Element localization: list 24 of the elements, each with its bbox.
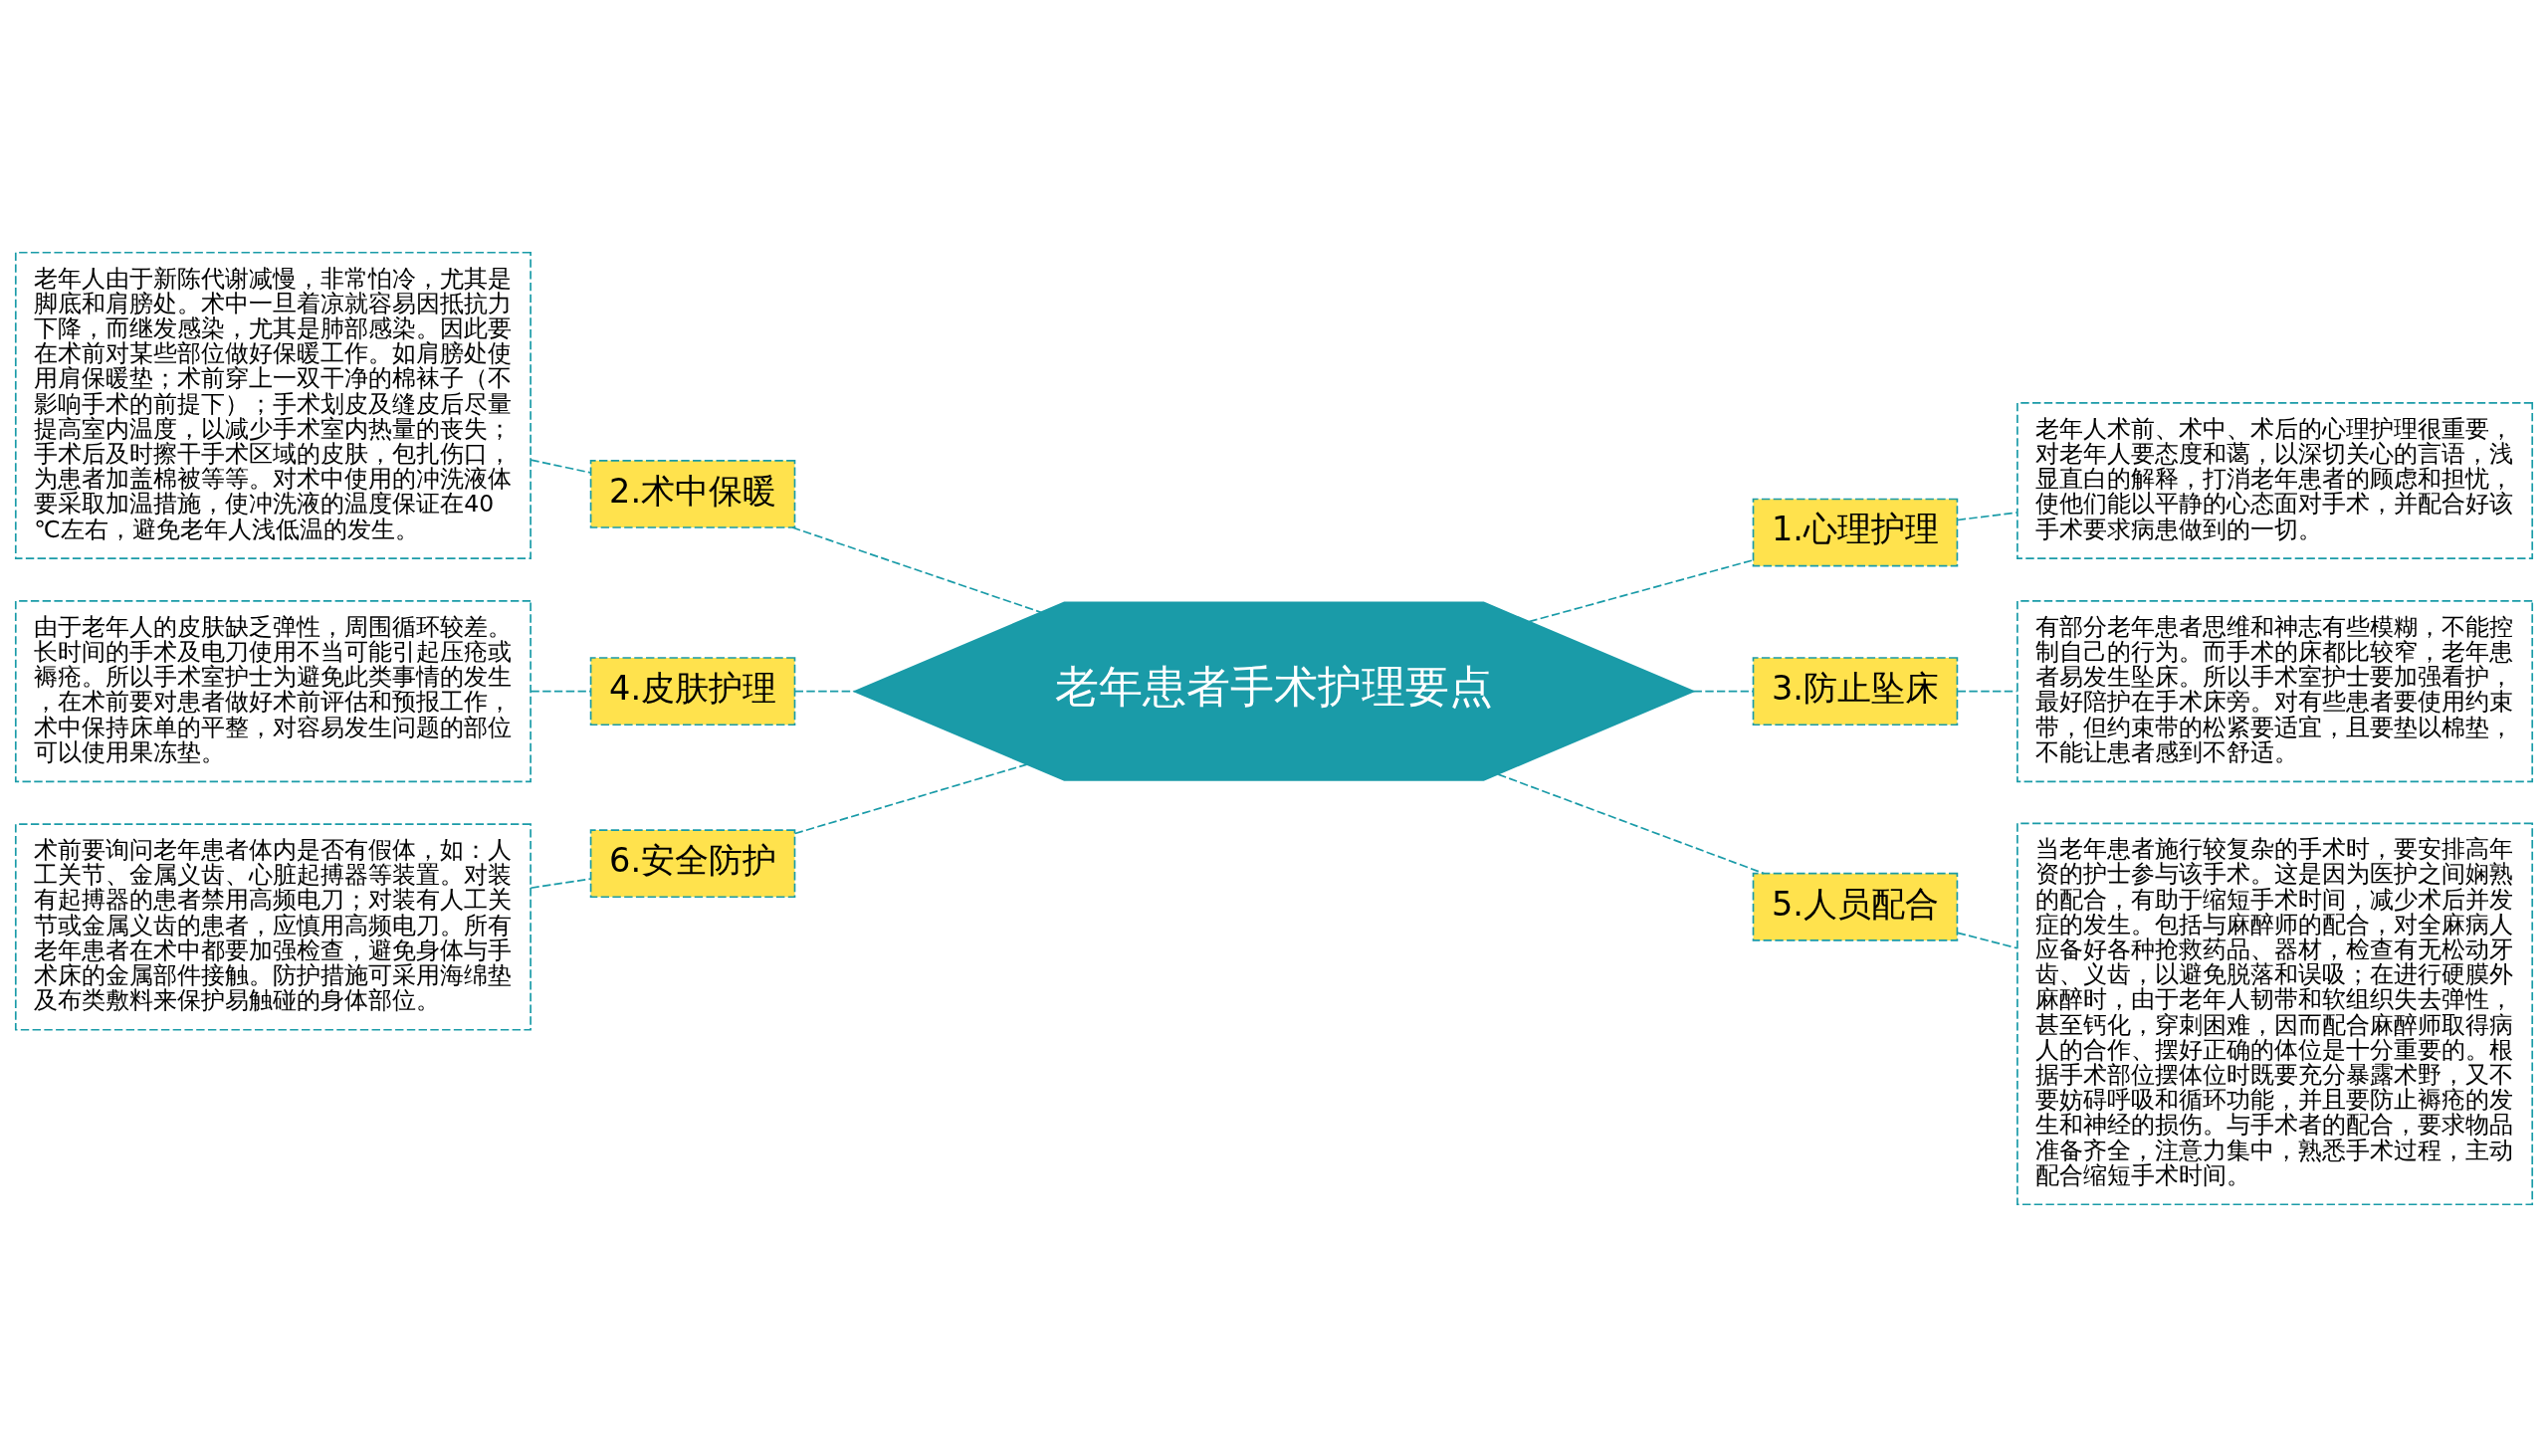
connector: [794, 762, 1028, 834]
connector: [1497, 772, 1765, 874]
connector: [1692, 690, 1755, 692]
connector: [530, 877, 592, 889]
node-box: 当老年患者施行较复杂的手术时，要安排高年资的护士参与该手术。这是因为医护之间娴熟的配合，有助于缩短手术时间，减少术后并发症的发生。包括与麻醉师的配合，对全麻病人应备好各种抢救药品、器材，检查有无松动牙齿、义齿，以避免脱落和误吸；在进行硬膜外麻醉时，由于老年人韧带和软组织失去弹性，甚至钙化，穿刺困难，因而配合麻醉师取得病人的合作、摆好正确的体位是十分重要的。根据手术部位摆体位时既要充分暴露术野，又不要妨碍呼吸和循环功能，并且要防止褥疮的发生和神经的损伤。与手术者的配合，要求物品准备齐全，注意力集中，熟悉手术过程，主动配合缩短手术时间。: [2017, 822, 2534, 1205]
node-box: 由于老年人的皮肤缺乏弹性，周围循环较差。长时间的手术及电刀使用不当可能引起压疮或褥疮。所以手术室护士为避免此类事情的发生，在术前要对患者做好术前评估和预报工作，术中保持床单的平整，对容易发生问题的部位可以使用果冻垫。: [14, 599, 531, 782]
connector: [794, 690, 856, 692]
connector: [530, 458, 592, 474]
node-box: 1.心理护理: [1752, 498, 1959, 566]
node-box: 4.皮肤护理: [589, 656, 796, 726]
connector: [1957, 932, 2018, 948]
node-box: 术前要询问老年患者体内是否有假体，如：人工关节、金属义齿、心脏起搏器等装置。对装有起搏器的患者禁用高频电刀；对装有人工关节或金属义齿的患者，应慎用高频电刀。所有老年患者在术中都要加强检查，避免身体与手术床的金属部件接触。防护措施可采用海绵垫及布类敷料来保护易触碰的身体部位。: [14, 822, 531, 1031]
node-box: 5.人员配合: [1752, 872, 1959, 941]
connector: [1957, 511, 2018, 520]
connector: [1957, 690, 2018, 692]
node-box: 有部分老年患者思维和神志有些模糊，不能控制自己的行为。而手术的床都比较窄，老年患者易发生坠床。所以手术室护士要加强看护，最好陪护在手术床旁。对有些患者要使用约束带，但约束带的松紧要适宜，且要垫以棉垫，不能让患者感到不舒适。: [2017, 599, 2534, 782]
node-box: 老年人术前、术中、术后的心理护理很重要，对老年人要态度和蔼，以深切关心的言语，浅显直白的解释，打消老年患者的顾虑和担忧，使他们能以平静的心态面对手术，并配合好该手术要求病患做到的一切。: [2017, 401, 2534, 559]
node-box: 6.安全防护: [589, 828, 796, 898]
node-box: 2.术中保暖: [589, 459, 796, 528]
connector: [791, 525, 1042, 613]
connector: [530, 690, 592, 692]
connector: [1528, 558, 1755, 622]
node-box: 3.防止坠床: [1752, 656, 1959, 726]
node-box: 老年人由于新陈代谢减慢，非常怕冷，尤其是脚底和肩膀处。术中一旦着凉就容易因抵抗力下降，而继发感染，尤其是肺部感染。因此要在术前对某些部位做好保暖工作。如肩膀处使用肩保暖垫；术前穿上一双干净的棉袜子（不影响手术的前提下）；手术划皮及缝皮后尽量提高室内温度，以减少手术室内热量的丧失；手术后及时擦干手术区域的皮肤，包扎伤口，为患者加盖棉被等等。对术中使用的冲洗液体要采取加温措施，使冲洗液的温度保证在40℃左右，避免老年人浅低温的发生。: [14, 251, 531, 559]
